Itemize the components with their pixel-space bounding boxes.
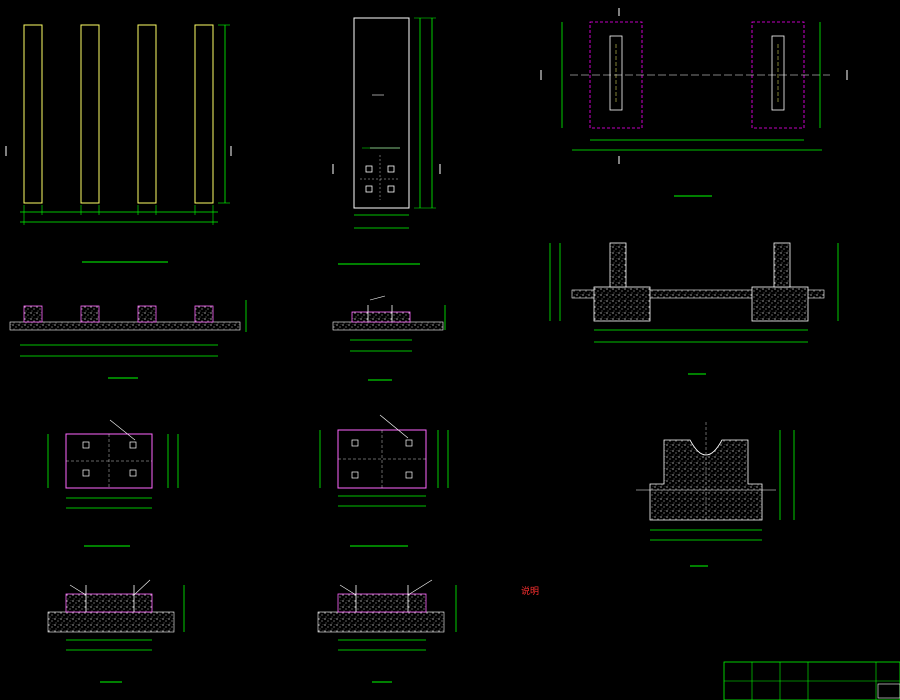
base-plan-right bbox=[319, 414, 449, 547]
saddle-block-section bbox=[636, 422, 795, 567]
section-base-left bbox=[47, 579, 185, 683]
top-right-plan bbox=[540, 8, 848, 197]
title-block bbox=[723, 661, 900, 700]
section-base-right bbox=[317, 579, 457, 683]
base-plan-left bbox=[47, 419, 179, 547]
right-long-section bbox=[549, 242, 839, 375]
column-elevation-view bbox=[332, 17, 441, 265]
columns-plan-view bbox=[5, 24, 232, 263]
section-single-plinth bbox=[332, 295, 446, 381]
section-four-plinths bbox=[9, 300, 247, 379]
notes-heading: 说明 bbox=[521, 587, 540, 597]
